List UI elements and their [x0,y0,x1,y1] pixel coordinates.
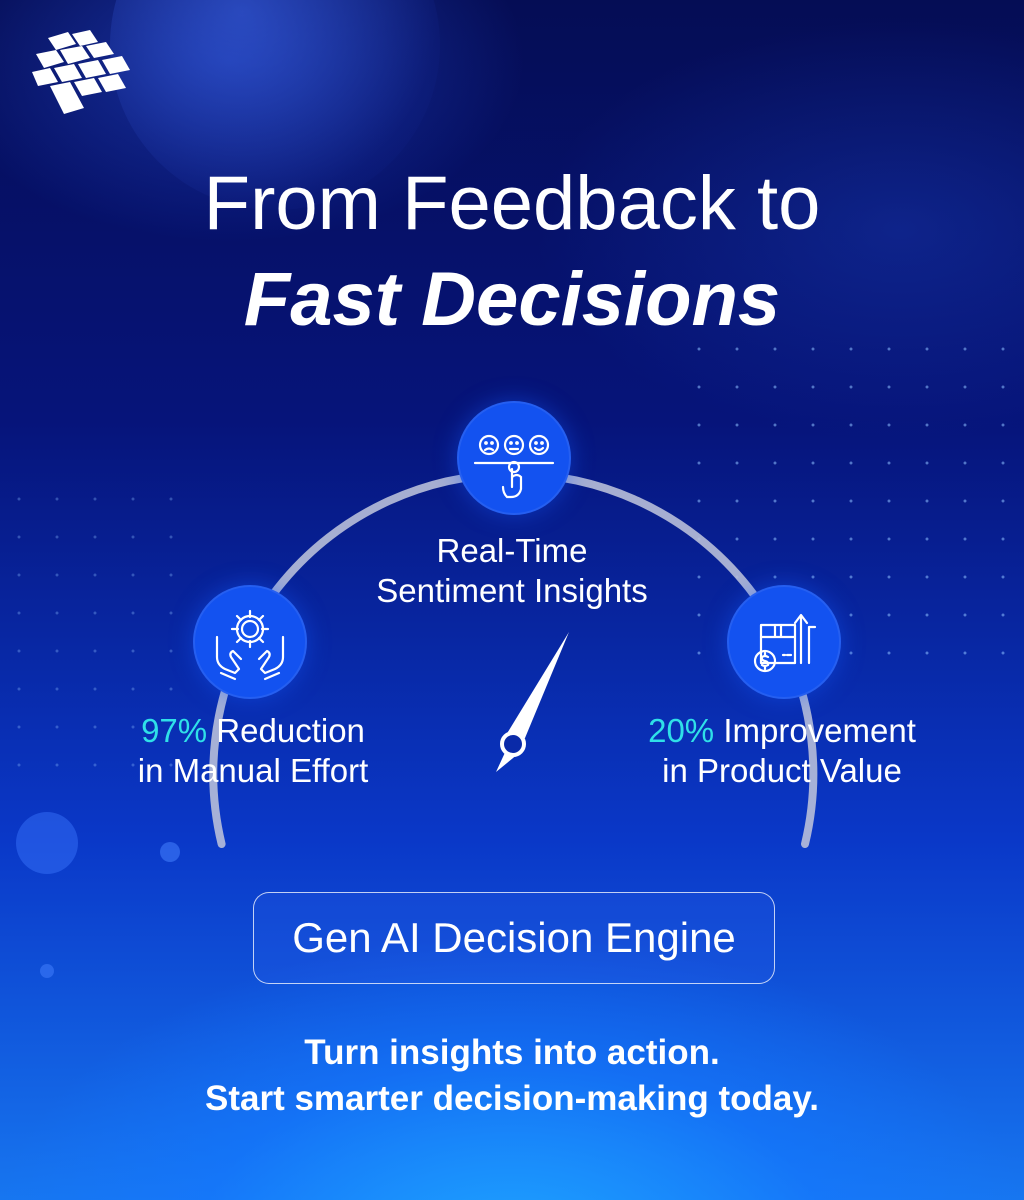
product-value-icon [727,585,841,699]
effort-line2: in Manual Effort [137,752,369,789]
tagline-line2: Start smarter decision-making today. [205,1079,819,1118]
effort-line1: Reduction [207,712,365,749]
feature-value-label: 20% Improvement in Product Value [622,711,942,791]
gen-ai-decision-engine-button[interactable]: Gen AI Decision Engine [253,892,775,984]
gauge-needle [496,632,569,772]
value-line1: Improvement [714,712,916,749]
feature-sentiment-line2: Sentiment Insights [376,572,648,609]
effort-stat: 97% [141,712,208,749]
company-logo-icon [32,30,130,114]
hands-gear-icon [193,585,307,699]
feature-sentiment-line1: Real-Time [436,532,588,569]
feature-effort-label: 97% Reduction in Manual Effort [108,711,398,791]
headline-line1: From Feedback to [203,161,821,246]
tagline-line1: Turn insights into action. [304,1033,720,1072]
feature-sentiment-label: Real-Time Sentiment Insights [362,531,662,611]
value-line2: in Product Value [662,752,902,789]
value-stat: 20% [648,712,715,749]
sentiment-rating-icon [457,401,571,515]
headline-line2: Fast Decisions [243,257,781,342]
